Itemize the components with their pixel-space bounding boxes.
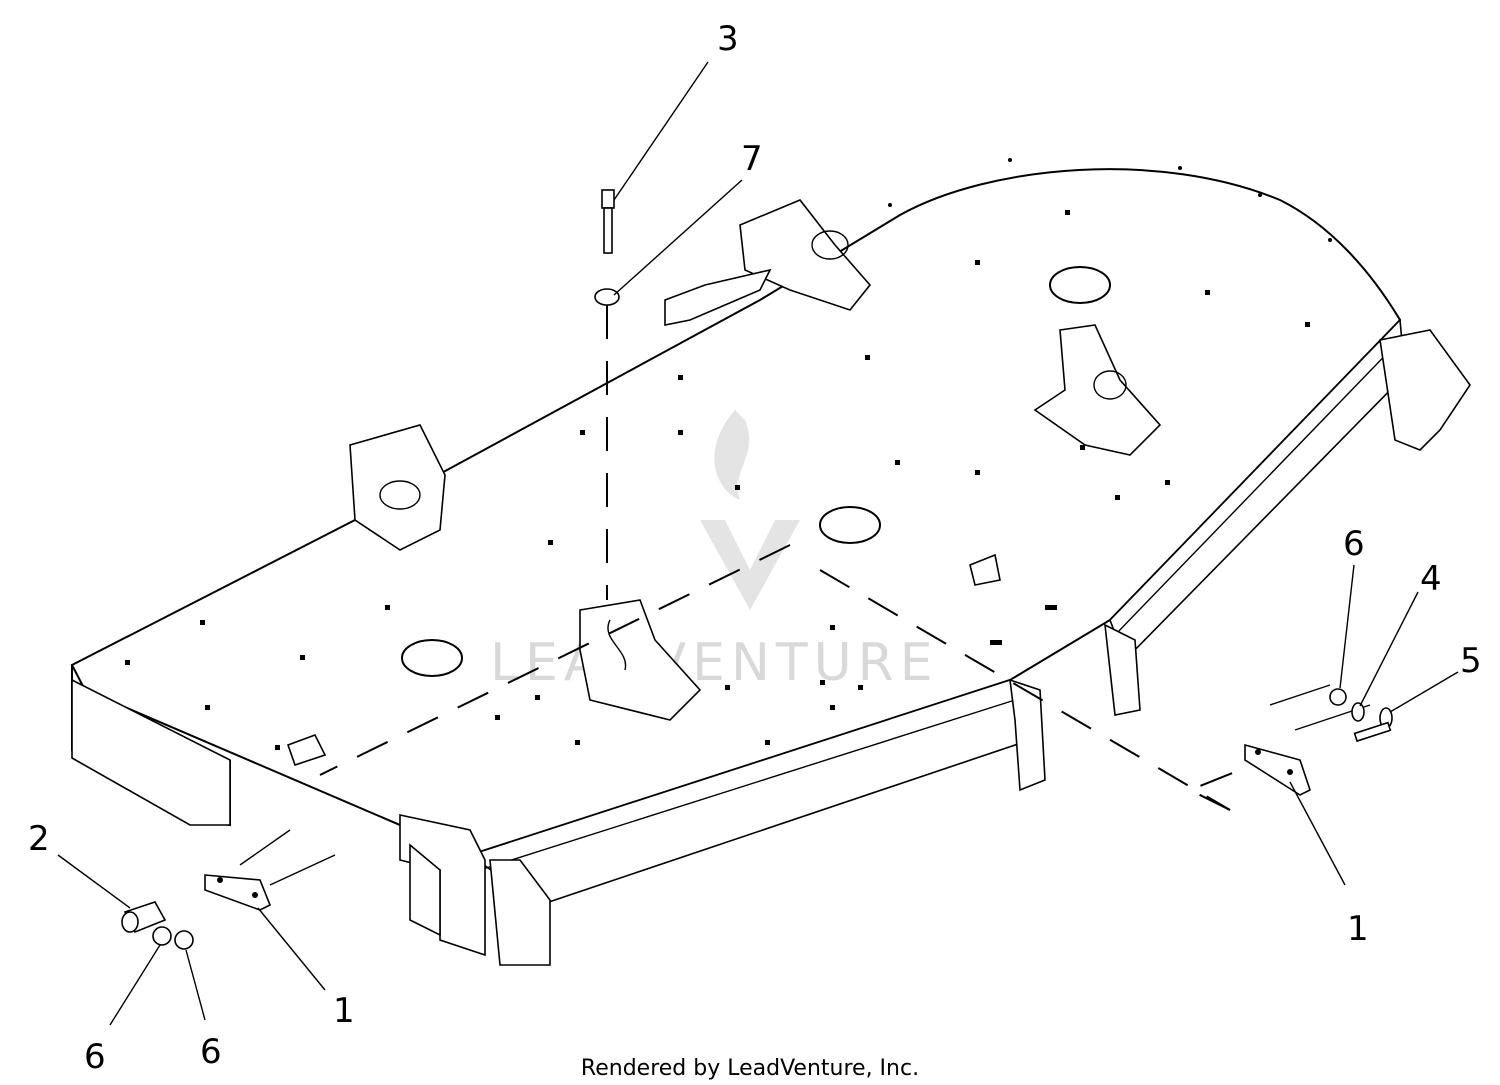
deck-mount-bracket-rear-right xyxy=(1033,324,1162,456)
watermark-logo xyxy=(700,410,800,610)
watermark-text: LEADVENTURE xyxy=(490,633,939,693)
callout-5: 5 xyxy=(1460,641,1482,681)
callout-3: 3 xyxy=(717,19,739,59)
link-plate-left xyxy=(204,874,272,911)
callout-1-right: 1 xyxy=(1347,909,1369,949)
callout-6-left-b: 6 xyxy=(200,1032,222,1072)
footer-credit: Rendered by LeadVenture, Inc. xyxy=(581,1056,919,1081)
link-plate-right xyxy=(1244,743,1311,796)
mower-deck xyxy=(70,158,1471,966)
callout-6-right: 6 xyxy=(1343,524,1365,564)
callout-4: 4 xyxy=(1420,559,1442,599)
nuts-6-left xyxy=(152,926,194,950)
callout-6-left-a: 6 xyxy=(84,1037,106,1077)
spindle-openings xyxy=(401,266,1111,677)
callout-7: 7 xyxy=(741,139,763,179)
bolt-3 xyxy=(601,189,615,254)
callout-1-left: 1 xyxy=(333,991,355,1031)
deck-holes xyxy=(125,210,1310,750)
spacer-2 xyxy=(121,901,167,934)
washer-4-bolt-right xyxy=(1351,702,1365,722)
deck-rim-rivets xyxy=(888,158,1332,242)
callout-2: 2 xyxy=(28,819,50,859)
deck-mount-bracket-front-left xyxy=(349,424,446,551)
bolt-5-right xyxy=(1353,707,1393,743)
deck-mount-bracket-center xyxy=(579,599,702,721)
washer-7 xyxy=(594,288,620,306)
nut-6-right xyxy=(1329,688,1347,706)
deck-small-tabs xyxy=(286,553,1001,767)
deck-mount-bracket-rear-left xyxy=(664,199,872,326)
leader-lines xyxy=(57,61,1459,1026)
